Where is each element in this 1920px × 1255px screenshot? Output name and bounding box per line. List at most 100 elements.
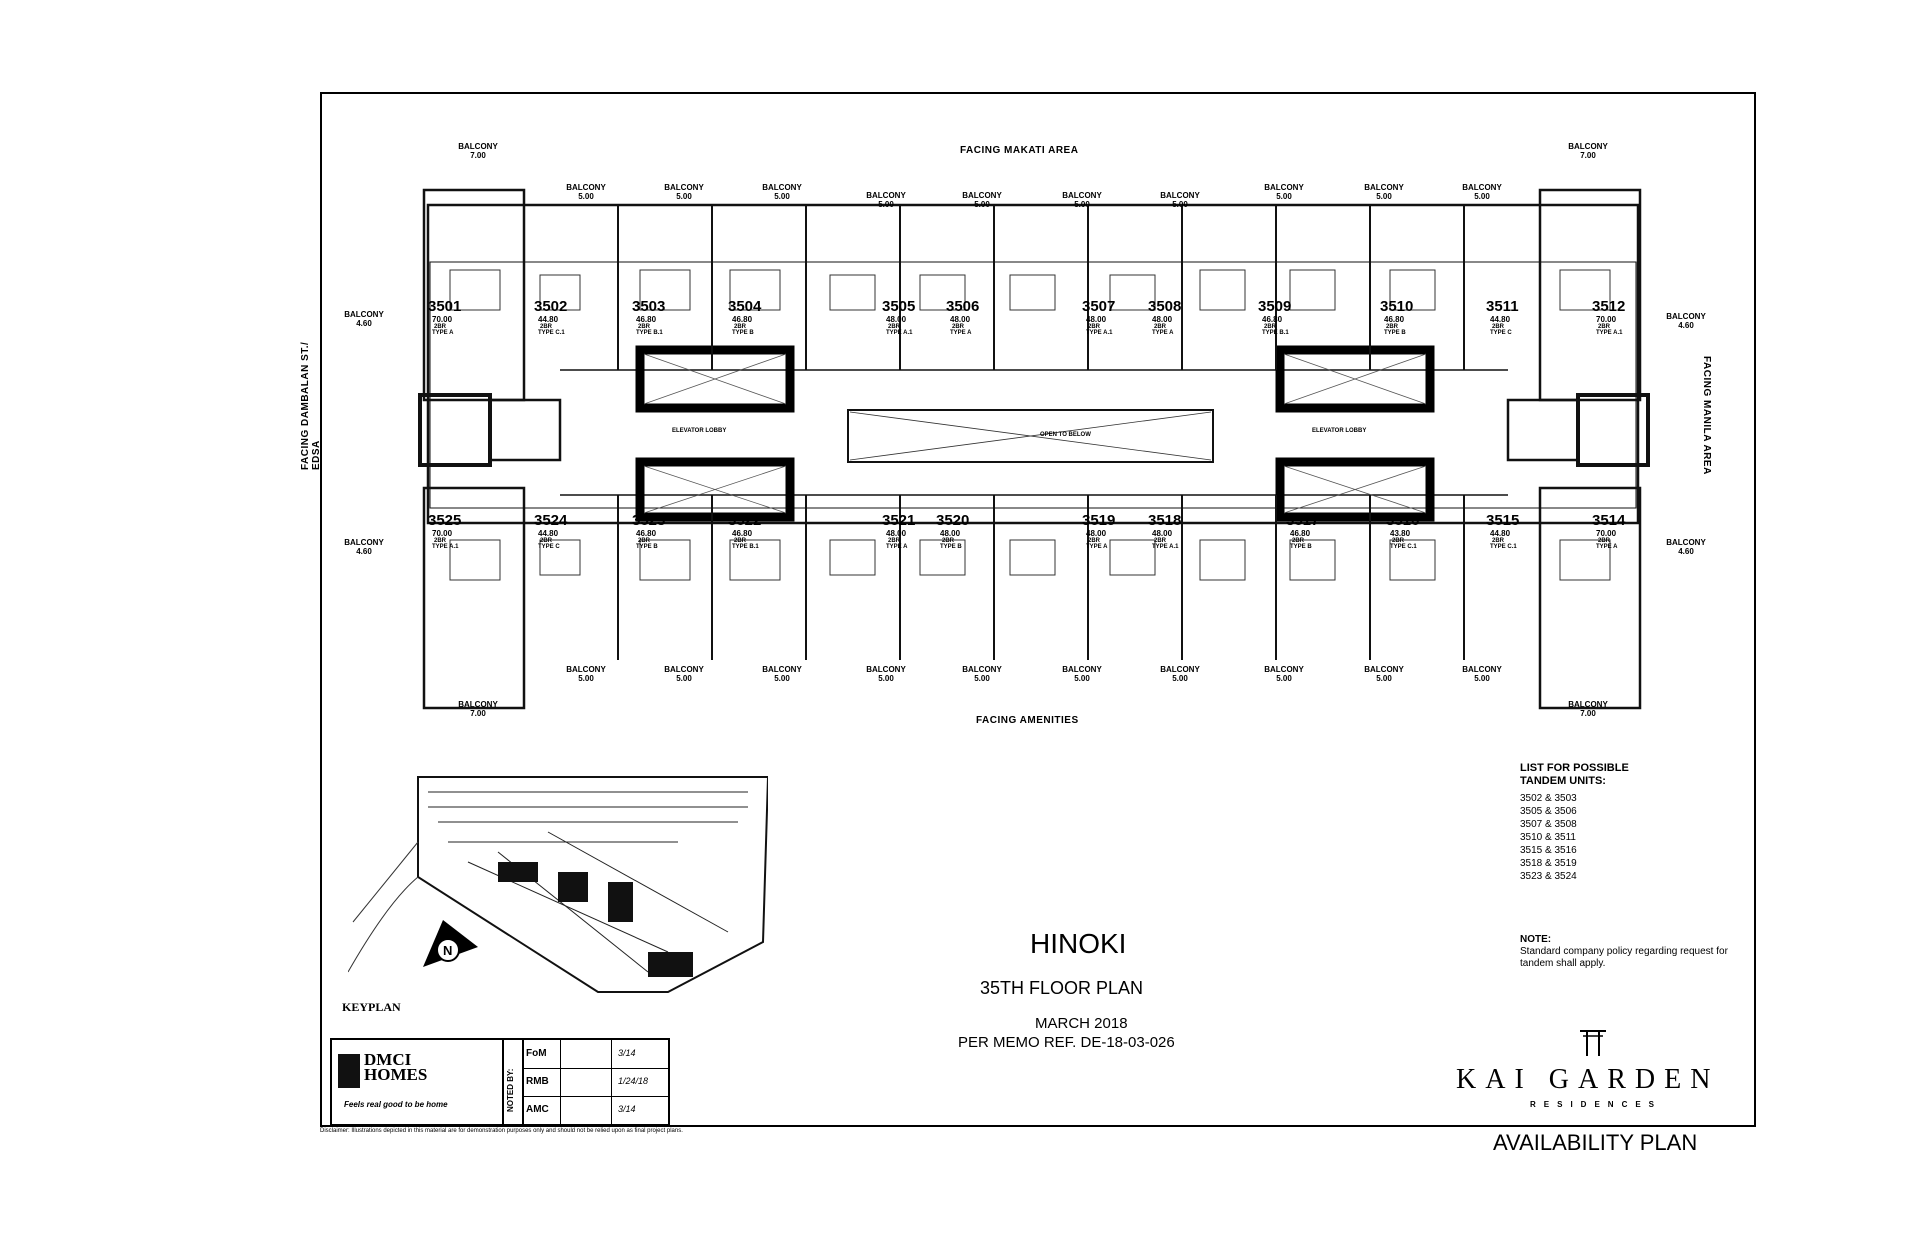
unit-area: 70.00 [1596,315,1617,324]
open-to-below-label: OPEN TO BELOW [1040,432,1091,438]
project-title: HINOKI [1030,928,1127,959]
unit-number: 3524 [534,512,568,529]
unit-number: 3525 [428,512,462,529]
unit-number: 3518 [1148,512,1182,529]
unit-bedrooms: 2BR [434,324,447,330]
balcony-name: BALCONY [566,665,606,674]
elevator-lobby-right: ELEVATOR LOBBY [1312,428,1367,434]
balcony-size: 5.00 [1276,192,1292,201]
balcony-name: BALCONY [1062,665,1102,674]
unit-type: TYPE B.1 [732,544,759,550]
brand-subtitle: RESIDENCES [1530,1100,1663,1109]
unit-area: 43.80 [1390,529,1411,538]
facing-left-label: FACING DAMBALAN ST./ EDSA [300,341,322,470]
tandem-pair: 3523 & 3524 [1520,871,1577,882]
balcony-size: 5.00 [676,192,692,201]
note-heading: NOTE: [1520,934,1552,945]
unit-type: TYPE A [950,330,972,336]
unit-area: 46.80 [1384,315,1405,324]
unit-type: TYPE A [1152,330,1174,336]
unit-bedrooms: 2BR [1088,538,1101,544]
balcony-name: BALCONY [762,183,802,192]
unit-type: TYPE C.1 [1390,544,1417,550]
unit-type: TYPE C.1 [538,330,565,336]
balcony-name: BALCONY [962,191,1002,200]
approver-initials: FoM [526,1048,547,1059]
unit-type: TYPE A [1596,544,1618,550]
unit-bedrooms: 2BR [888,538,901,544]
dmci-logo-icon [338,1054,360,1088]
approval-date: 3/14 [618,1048,636,1058]
balcony-name: BALCONY [1160,191,1200,200]
approver-signature [560,1068,612,1096]
elevator-lobby-left: ELEVATOR LOBBY [672,428,727,434]
unit-number: 3501 [428,298,462,315]
unit-bedrooms: 2BR [1386,324,1399,330]
balcony-size: 4.60 [356,547,372,556]
tandem-list: LIST FOR POSSIBLE TANDEM UNITS: 3502 & 3… [1520,762,1660,883]
balcony-name: BALCONY [1666,312,1706,321]
unit-area: 46.80 [1290,529,1311,538]
balcony-name: BALCONY [664,665,704,674]
approval-date: 3/14 [618,1104,636,1114]
facing-bottom-label: FACING AMENITIES [976,715,1079,726]
unit-type: TYPE B [1290,544,1312,550]
unit-number: 3520 [936,512,970,529]
unit-number: 3515 [1486,512,1520,529]
unit-number: 3506 [946,298,980,315]
svg-text:N: N [443,943,452,958]
unit-number: 3511 [1486,298,1519,315]
balcony-name: BALCONY [1062,191,1102,200]
approval-date: 1/24/18 [618,1076,649,1086]
unit-number: 3503 [632,298,666,315]
unit-bedrooms: 2BR [1492,324,1505,330]
unit-area: 44.80 [1490,315,1511,324]
developer-name: DMCI HOMES [364,1050,428,1084]
unit-area: 46.80 [732,315,753,324]
tandem-pair: 3507 & 3508 [1520,819,1577,830]
tandem-pair: 3518 & 3519 [1520,858,1577,869]
approval-row: AMC 3/14 [522,1096,668,1124]
unit-type: TYPE C [538,544,560,550]
approver-initials: AMC [526,1104,549,1115]
balcony-name: BALCONY [1364,665,1404,674]
balcony-name: BALCONY [664,183,704,192]
plan-date: MARCH 2018 [1035,1015,1128,1032]
balcony-size: 4.60 [356,319,372,328]
balcony-size: 4.60 [1678,321,1694,330]
balcony-size: 5.00 [1074,200,1090,209]
balcony-size: 7.00 [470,709,486,718]
balcony-name: BALCONY [762,665,802,674]
unit-area: 48.00 [1152,529,1173,538]
balcony-size: 5.00 [774,674,790,683]
balcony-size: 4.60 [1678,547,1694,556]
tandem-heading: LIST FOR POSSIBLE TANDEM UNITS: [1520,762,1629,787]
unit-number: 3505 [882,298,916,315]
unit-type: TYPE A [1086,544,1108,550]
balcony-size: 7.00 [1580,151,1596,160]
unit-bedrooms: 2BR [888,324,901,330]
balcony-size: 5.00 [1172,200,1188,209]
balcony-size: 7.00 [470,151,486,160]
unit-type: TYPE B.1 [636,330,663,336]
balcony-size: 5.00 [974,674,990,683]
unit-type: TYPE B [732,330,754,336]
